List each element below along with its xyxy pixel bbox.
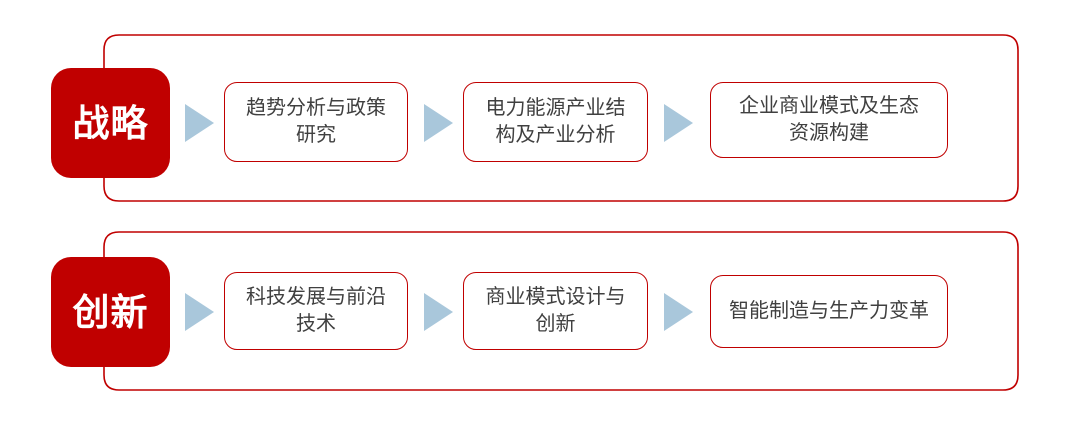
category-chip-label: 战略 (72, 101, 149, 145)
arrow-right-icon-r2-a2 (664, 293, 693, 331)
step-box-r2-s2[interactable]: 商业模式设计与 创新 (463, 272, 648, 350)
step-label-r2-s3: 智能制造与生产力变革 (729, 300, 929, 322)
arrow-right-icon-r2-a0 (185, 293, 214, 331)
step-label-r2-s1: 科技发展与前沿 技术 (246, 286, 386, 335)
category-chip-innovation[interactable]: 创新 (51, 257, 170, 367)
step-box-r1-s1[interactable]: 趋势分析与政策 研究 (224, 82, 408, 162)
arrow-right-icon-r1-a1 (424, 104, 453, 142)
step-label-r2-s2: 商业模式设计与 创新 (485, 286, 626, 335)
arrow-right-icon-r1-a2 (664, 104, 693, 142)
category-chip-label: 创新 (72, 290, 149, 334)
step-box-r2-s1[interactable]: 科技发展与前沿 技术 (224, 272, 408, 350)
category-chip-strategy[interactable]: 战略 (51, 68, 170, 178)
arrow-right-icon-r2-a1 (424, 293, 453, 331)
step-label-r1-s1: 趋势分析与政策 研究 (246, 97, 386, 146)
step-label-r1-s2: 电力能源产业结 构及产业分析 (485, 97, 626, 146)
arrow-right-icon-r1-a0 (185, 104, 214, 142)
step-box-r1-s2[interactable]: 电力能源产业结 构及产业分析 (463, 82, 648, 162)
step-label-r1-s3: 企业商业模式及生态 资源构建 (739, 95, 919, 144)
step-box-r1-s3[interactable]: 企业商业模式及生态 资源构建 (710, 82, 948, 158)
step-box-r2-s3[interactable]: 智能制造与生产力变革 (710, 275, 948, 348)
